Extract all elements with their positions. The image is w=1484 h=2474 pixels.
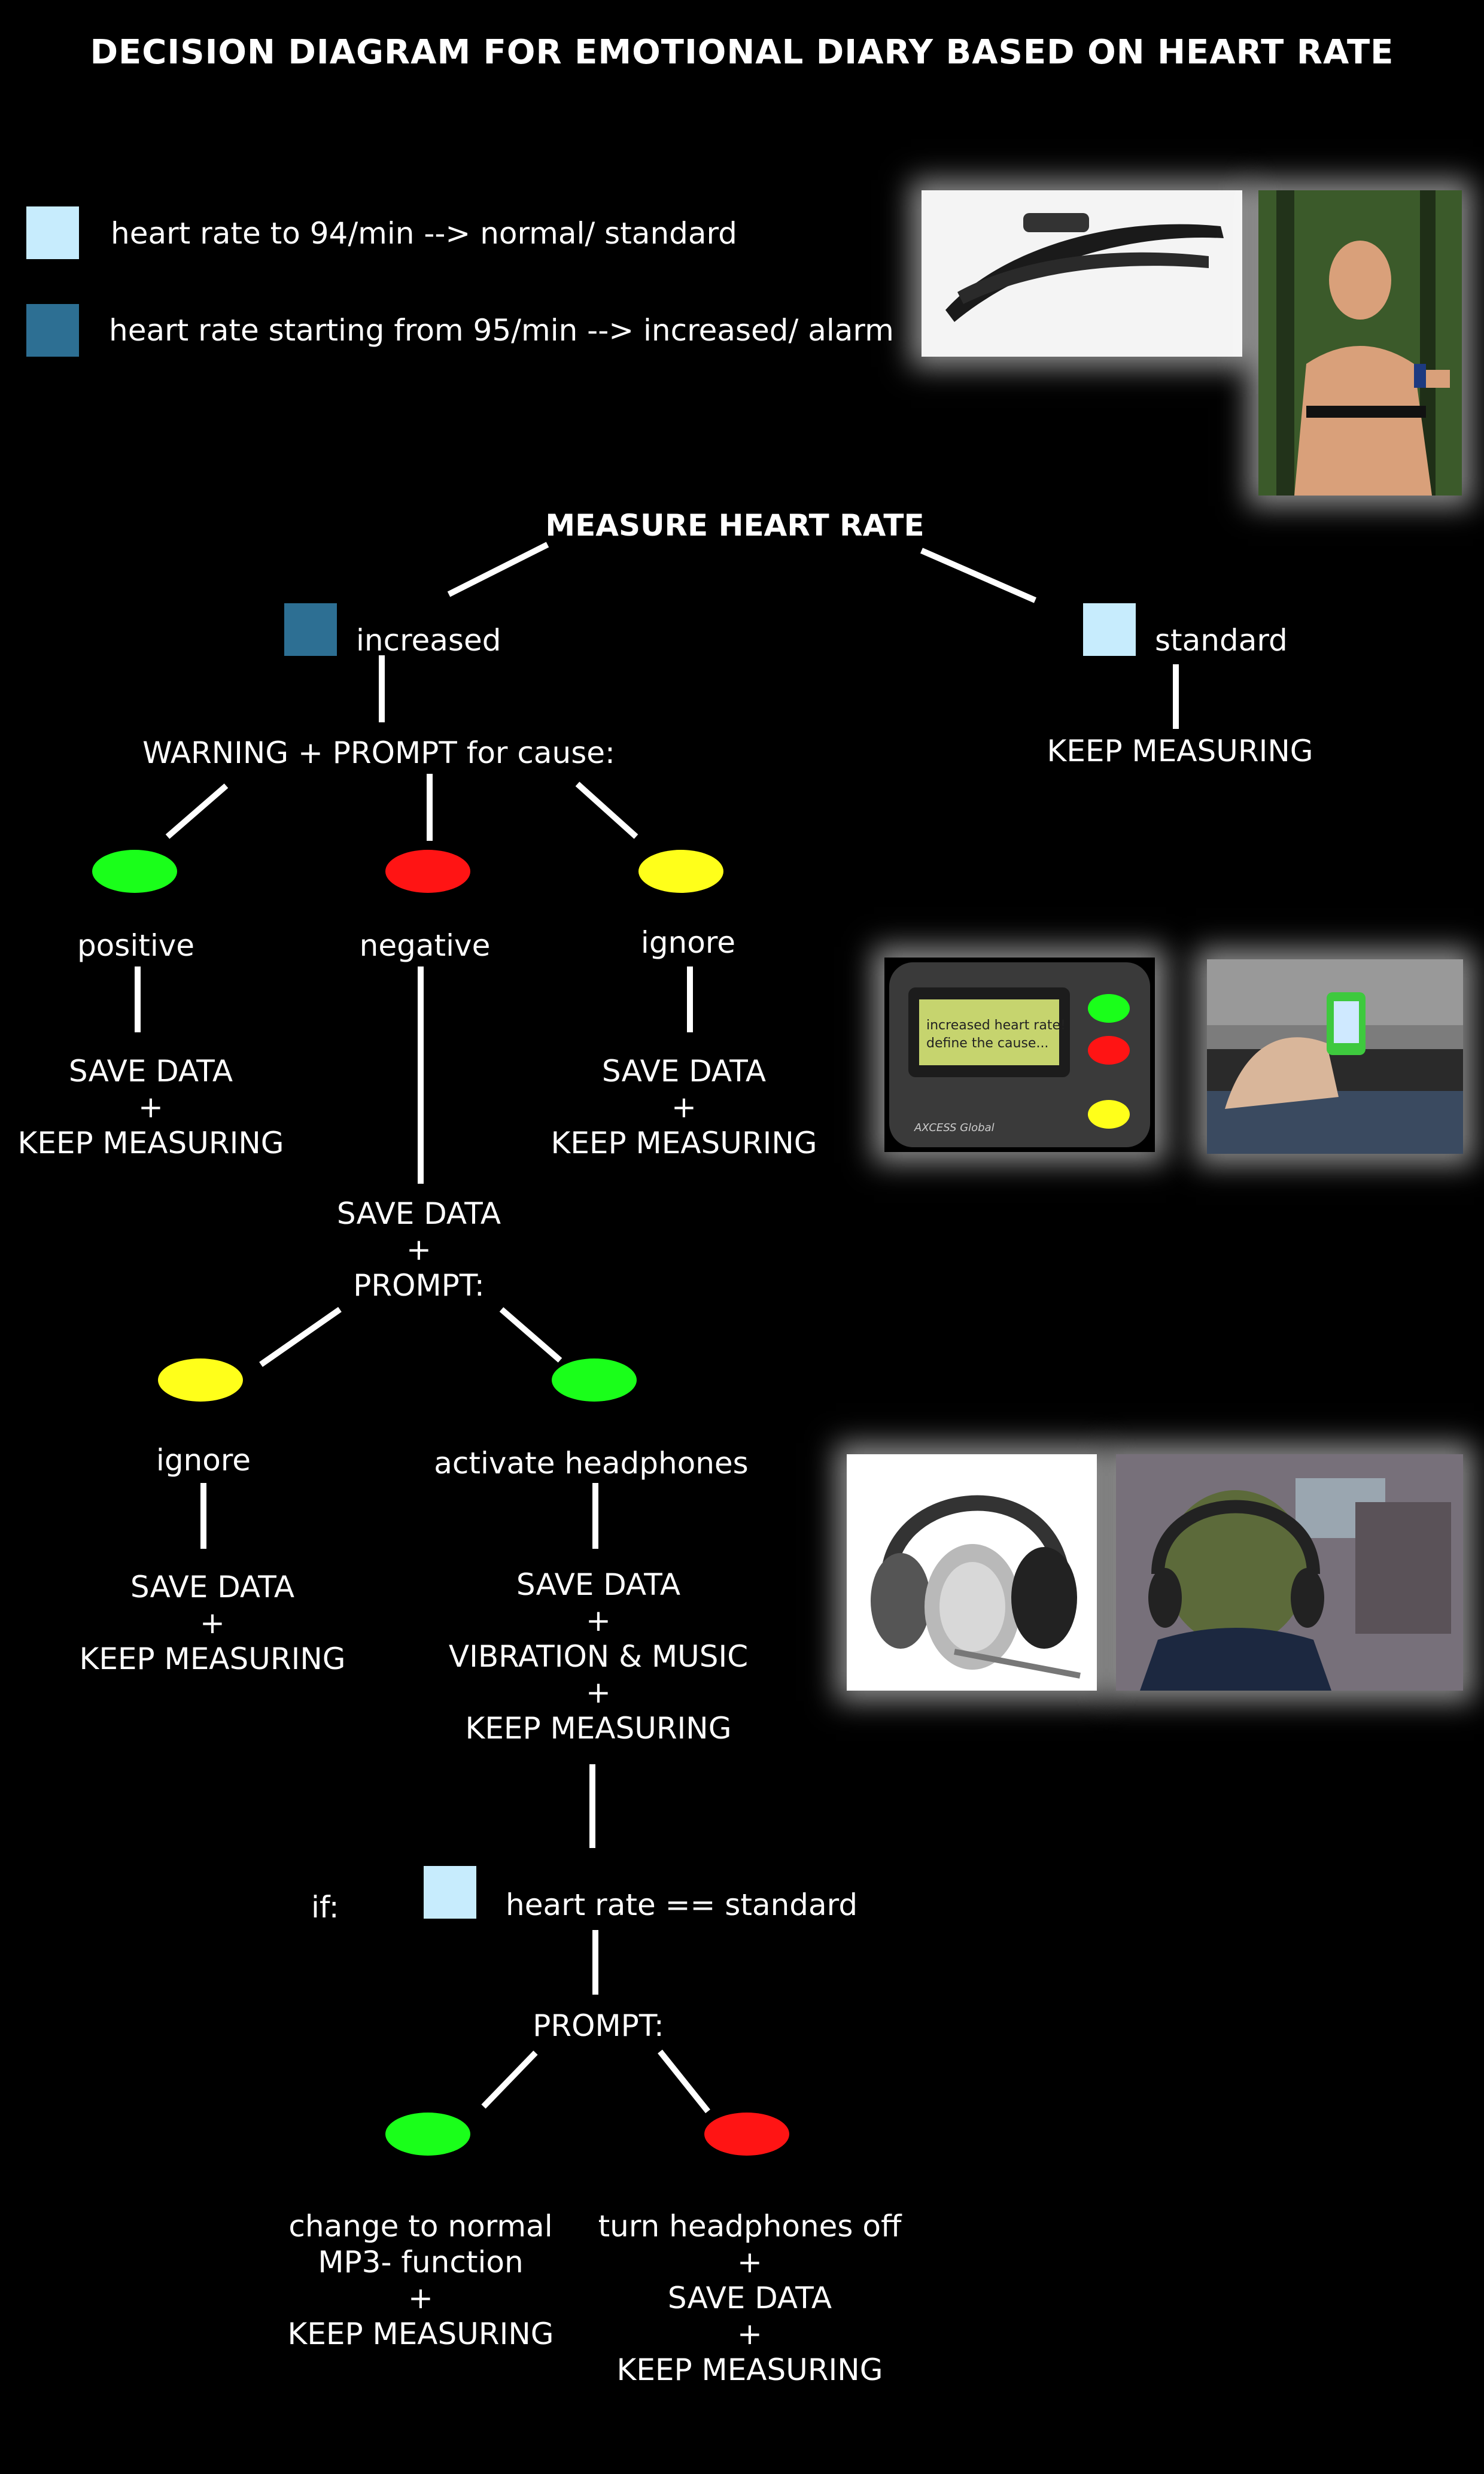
standard-swatch (1083, 603, 1136, 656)
positive-oval (92, 850, 177, 893)
second-headphones-result: SAVE DATA + VIBRATION & MUSIC + KEEP MEA… (448, 1567, 749, 1746)
second-ignore-oval (158, 1358, 243, 1402)
chest-strap-photo (922, 190, 1242, 357)
standard-action: KEEP MEASURING (1047, 734, 1313, 768)
legend-increased-swatch (26, 304, 79, 357)
ignore-result: SAVE DATA + KEEP MEASURING (551, 1054, 817, 1160)
second-ignore-result: SAVE DATA + KEEP MEASURING (79, 1570, 346, 1676)
pager-brand: AXCESS Global (914, 1121, 995, 1134)
increased-swatch (284, 603, 337, 656)
positive-label: positive (77, 928, 195, 963)
pager-screen-line2: define the cause... (926, 1036, 1048, 1051)
legend-standard-label: heart rate to 94/min --> normal/ standar… (111, 216, 737, 251)
standard-label: standard (1155, 623, 1288, 658)
condition-swatch (424, 1866, 476, 1919)
increased-label: increased (356, 623, 501, 658)
second-headphones-oval (552, 1358, 637, 1402)
negative-label: negative (359, 928, 491, 963)
final-no-oval (704, 2113, 789, 2156)
root-node: MEASURE HEART RATE (545, 508, 925, 543)
second-headphones-label: activate headphones (434, 1446, 749, 1481)
condition-label: heart rate == standard (506, 1888, 858, 1922)
diagram-title: DECISION DIAGRAM FOR EMOTIONAL DIARY BAS… (90, 33, 1394, 72)
condition-prefix: if: (311, 1890, 339, 1925)
negative-oval (385, 850, 470, 893)
headphones-photo (847, 1454, 1097, 1691)
negative-result: SAVE DATA + PROMPT: (336, 1196, 501, 1303)
final-yes-result: change to normal MP3- function + KEEP ME… (287, 2209, 554, 2351)
pager-device-photo: increased heart rate! define the cause..… (884, 958, 1155, 1152)
final-no-result: turn headphones off + SAVE DATA + KEEP M… (598, 2209, 902, 2387)
belt-pager-photo (1207, 959, 1463, 1154)
pager-screen-line1: increased heart rate! (926, 1018, 1066, 1033)
second-ignore-label: ignore (156, 1443, 251, 1478)
positive-result: SAVE DATA + KEEP MEASURING (17, 1054, 284, 1160)
legend-increased-label: heart rate starting from 95/min --> incr… (109, 313, 894, 348)
ignore-oval (638, 850, 723, 893)
warning-prompt: WARNING + PROMPT for cause: (142, 735, 615, 770)
final-yes-oval (385, 2113, 470, 2156)
final-prompt: PROMPT: (533, 2008, 664, 2043)
legend-standard-swatch (26, 206, 79, 259)
ignore-label: ignore (640, 925, 736, 960)
man-wearing-strap-photo (1258, 190, 1462, 496)
man-with-headphones-photo (1116, 1454, 1463, 1691)
